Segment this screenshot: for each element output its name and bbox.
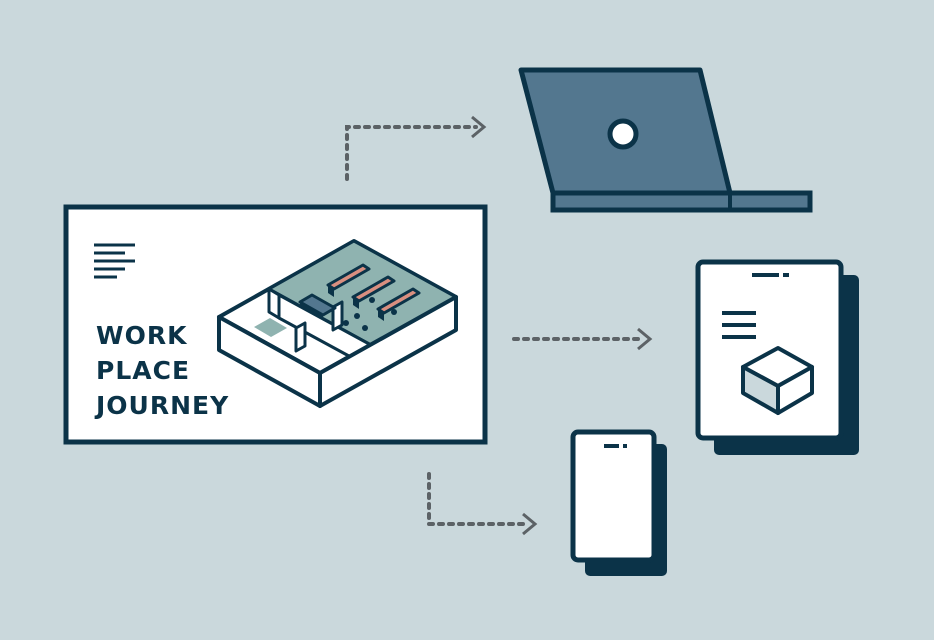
card-title-line-2: PLACE [96,356,191,385]
dotted-arrow-icon [345,115,487,181]
menu-lines-icon [722,311,756,339]
camera-lens-icon [607,118,639,150]
phone-icon [570,429,667,576]
office-floorplan-icon [217,239,458,408]
tablet-icon [695,259,859,455]
dotted-arrow-icon [427,472,538,536]
laptop-icon [518,67,813,213]
cube-icon [741,346,814,415]
card-title-line-1: WORK [96,321,188,350]
menu-lines-icon [94,243,135,279]
card-title-line-3: JOURNEY [96,391,230,420]
workplace-journey-card [63,204,488,445]
